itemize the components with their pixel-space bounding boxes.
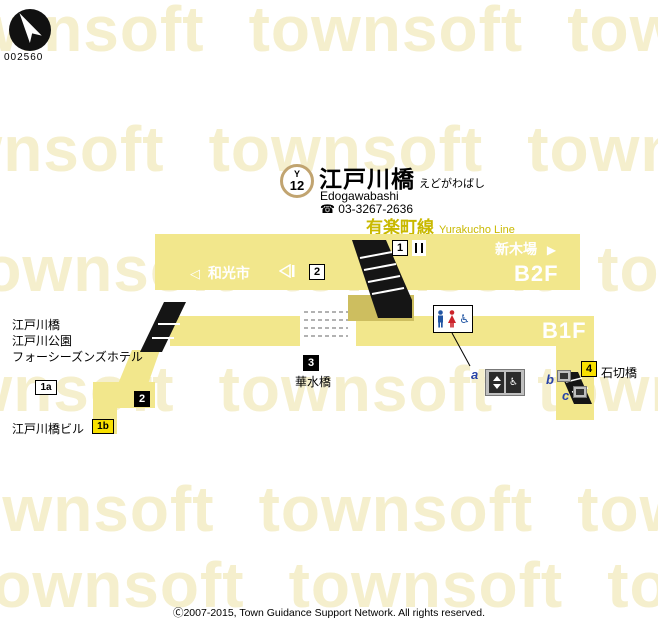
destination-shinkiba: 新木場 ▶ (495, 239, 556, 259)
stairs-direction-icon (279, 264, 295, 278)
ticket-gate-icon (412, 240, 426, 256)
platform-1-badge: 1 (392, 240, 408, 256)
landmark-edogawabashi: 江戸川橋 (12, 318, 61, 332)
line-symbol-badge: Y 12 (280, 164, 314, 198)
stair-step (367, 275, 401, 283)
landmark-edogawa-park: 江戸川公園 (12, 334, 73, 348)
phone-icon: ☎ (320, 202, 335, 216)
exit-2-number: 2 (138, 392, 146, 405)
exit-1b-number: 1b (97, 420, 109, 432)
stair-step (363, 263, 397, 271)
platform-2-number: 2 (313, 265, 321, 278)
station-phone: ☎ 03-3267-2636 (320, 202, 413, 216)
elevator-c-icon (573, 386, 587, 398)
station-name: 江戸川橋 えどがわばし (319, 160, 485, 194)
men-restroom-icon (438, 310, 444, 328)
line-name-ja: 有楽町線 (366, 218, 434, 237)
line-name-en: Yurakucho Line (439, 224, 515, 236)
stairs-icon-exit1 (140, 302, 186, 352)
floor-label-b2f: B2F (514, 261, 559, 286)
elevator-box: ♿ (485, 369, 525, 396)
elevator-b-icon (557, 370, 571, 382)
station-name-kana: えどがわばし (419, 178, 485, 190)
destination-wakoshi: ◁ 和光市 (190, 263, 250, 283)
elevator-c-label: c (562, 388, 570, 403)
left-arrow-icon: ◁ (190, 266, 200, 281)
exit-1b-badge: 1b (92, 419, 114, 434)
phone-number: 03-3267-2636 (338, 202, 414, 216)
wheelchair-icon: ♿ (459, 312, 470, 326)
line-name: 有楽町線 Yurakucho Line (366, 213, 515, 238)
station-name-en: Edogawabashi (320, 189, 399, 203)
destination-shinkiba-label: 新木場 (495, 241, 537, 257)
accessible-elevator-icon: ♿ (506, 372, 521, 393)
destination-wakoshi-label: 和光市 (207, 265, 250, 281)
exit-3-number: 3 (307, 356, 315, 369)
platform-2-badge: 2 (309, 264, 325, 280)
elevator-b-label: b (546, 372, 554, 387)
steps-area-shape (300, 304, 356, 346)
station-name-ja: 江戸川橋 (319, 166, 415, 192)
restroom-box: ♿ (433, 305, 473, 333)
exit-1a-badge: 1a (35, 380, 57, 395)
elevator-leader-line (451, 332, 471, 367)
right-arrow-icon: ▶ (546, 243, 557, 257)
map-code: 002560 (4, 52, 44, 63)
line-symbol-letter: Y (293, 169, 300, 179)
exit-1b-building-label: 江戸川橋ビル (12, 422, 85, 436)
exit-4-number: 4 (585, 362, 593, 375)
elevator-a-label: a (471, 367, 479, 382)
exit-2-badge: 2 (134, 391, 150, 407)
landmark-four-seasons-hotel: フォーシーズンズホテル (12, 350, 143, 364)
exit-1a-number: 1a (40, 381, 52, 393)
floor-label-b1f: B1F (542, 318, 587, 343)
exit-3-badge: 3 (303, 355, 319, 371)
exit1-corridor-shape (118, 350, 160, 384)
exit-4-label: 石切橋 (601, 366, 638, 380)
stair-step (371, 287, 405, 295)
copyright-text: Ⓒ2007-2015, Town Guidance Support Networ… (172, 607, 486, 619)
compass-icon (9, 9, 51, 51)
exit-3-label: 華水橋 (295, 375, 332, 389)
line-symbol-number: 12 (289, 178, 305, 193)
platform-1-number: 1 (396, 241, 404, 254)
stair-step (359, 251, 393, 259)
elevator-icon (489, 372, 504, 393)
women-restroom-icon (448, 310, 457, 328)
exit-4-badge: 4 (581, 361, 597, 377)
